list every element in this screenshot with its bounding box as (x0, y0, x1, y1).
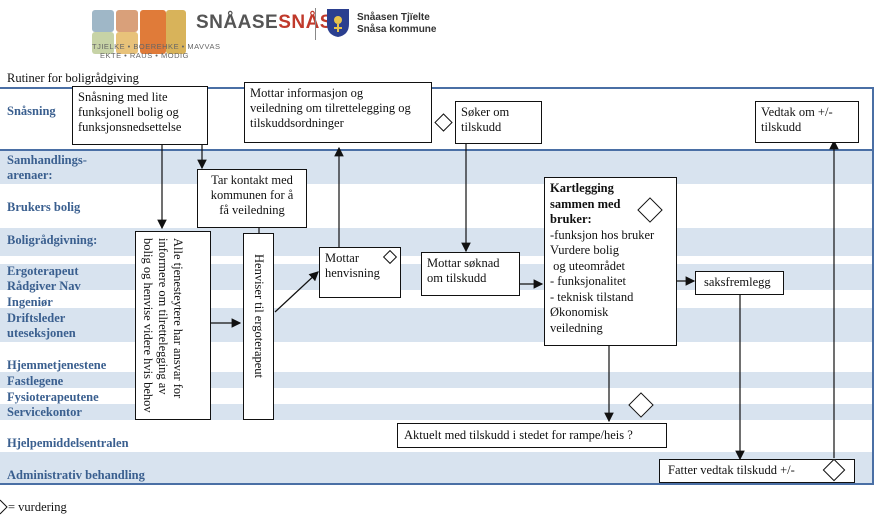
kartlegging-item-5: - teknisk tilstand (550, 289, 634, 304)
box-tar-kontakt-line-1: Tar kontakt med (211, 173, 293, 187)
kartlegging-item-4: - funksjonalitet (550, 274, 627, 288)
box-aktuelt: Aktuelt med tilskudd i stedet for rampe/… (397, 423, 667, 448)
lane-fastlegene: Fastlegene (7, 374, 64, 388)
lane-hjemmetjenestene: Hjemmetjenestene (7, 358, 107, 372)
box-snasning-line-3: funksjonsnedsettelse (78, 120, 182, 134)
box-mottar-soknad-line-2: om tilskudd (427, 271, 487, 285)
box-snasning-line-2: funksjonell bolig og (78, 105, 179, 119)
lane-fysioterapeutene: Fysioterapeutene (7, 390, 99, 404)
kartlegging-item-7: veiledning (550, 320, 603, 335)
lane-ingenior: Ingeniør (7, 295, 53, 309)
lane-samhandling-1: Samhandlings- (7, 153, 87, 167)
kartlegging-item-6: Økonomisk (550, 305, 609, 319)
band-samhandling (0, 151, 872, 184)
kartlegging-item-3: og uteområdet (550, 258, 625, 273)
municipality-name-2: Snåsa kommune (357, 24, 437, 35)
logo-tile-3 (92, 32, 114, 54)
box-mottar-info: Mottar informasjon og veiledning om tilr… (244, 82, 432, 143)
box-saksfremlegg: saksfremlegg (695, 271, 784, 295)
lane-radgiver-nav: Rådgiver Nav (7, 279, 81, 293)
box-mottar-info-line-1: Mottar informasjon og (250, 86, 364, 100)
box-mottar-henvisning-line-2: henvisning (325, 266, 380, 280)
lane-hjelpemiddelsentralen: Hjelpemiddelsentralen (7, 436, 129, 450)
band-servicekontor (0, 404, 872, 420)
header-divider (315, 8, 316, 40)
box-fatter: Fatter vedtak tilskudd +/- (659, 459, 855, 483)
box-mottar-soknad: Mottar søknad om tilskudd (421, 252, 520, 296)
box-alle-tjenesteytere: Alle tjenesteytere har ansvar for inform… (135, 231, 211, 420)
box-tar-kontakt: Tar kontakt med kommunen for å få veiled… (197, 169, 307, 228)
lane-border-right (872, 87, 874, 485)
box-mottar-info-line-2: veiledning om tilrettelegging og (250, 101, 411, 115)
box-alle-text: Alle tjenesteytere har ansvar for inform… (141, 238, 185, 413)
lane-administrativ: Administrativ behandling (7, 468, 145, 482)
logo-tagline-2: EKTE • RAUS • MODIG (100, 51, 189, 60)
box-soker-line-1: Søker om (461, 105, 510, 119)
box-soker-line-2: tilskudd (461, 120, 502, 134)
lane-border-top (0, 87, 872, 89)
box-mottar-info-line-3: tilskuddsordninger (250, 116, 344, 130)
box-tar-kontakt-line-2: kommunen for å (210, 188, 294, 202)
logo-tile-6 (166, 10, 186, 54)
lane-border-snasning (0, 149, 872, 151)
lane-servicekontor: Servicekontor (7, 405, 82, 419)
box-kartlegging: Kartlegging sammen med bruker: -funksjon… (544, 177, 677, 346)
box-vedtak-line-2: tilskudd (761, 120, 802, 134)
lane-snasning: Snåsning (7, 104, 56, 118)
box-snasning-line-1: Snåsning med lite (78, 90, 168, 104)
kartlegging-item-1: -funksjon hos bruker (550, 227, 655, 242)
logo-tile-5 (140, 10, 166, 54)
box-vedtak: Vedtak om +/- tilskudd (755, 101, 859, 143)
logo-tagline-1: TJIELKE • BOEREHKE • MAVVAS (92, 42, 221, 51)
logo-tile-4 (116, 32, 138, 54)
lane-driftsleder-2: uteseksjonen (7, 326, 76, 340)
arrow-henviser-to-mottar (274, 271, 319, 313)
logo-tile-2 (116, 10, 138, 32)
kartlegging-title-1: Kartlegging (550, 181, 614, 195)
lane-ergoterapeut: Ergoterapeut (7, 264, 79, 278)
box-henviser: Henviser til ergoterapeut (243, 233, 274, 420)
lane-samhandling-2: arenaer: (7, 168, 53, 182)
lane-border-bottom (0, 483, 872, 485)
box-tar-kontakt-line-3: få veiledning (219, 203, 285, 217)
kartlegging-item-2: Vurdere bolig (550, 243, 620, 257)
lane-boligradgivning: Boligrådgivning: (7, 233, 98, 247)
municipality-name-1: Snåasen Tjïelte (357, 12, 430, 23)
box-henviser-text: Henviser til ergoterapeut (252, 254, 266, 379)
lane-brukers-bolig: Brukers bolig (7, 200, 81, 214)
wordmark-part-1: SNÅASE (196, 12, 279, 33)
box-vedtak-line-1: Vedtak om +/- (761, 105, 833, 119)
legend-vurdering: = vurdering (8, 500, 67, 514)
band-fastlegene (0, 372, 872, 388)
box-snasning-bolig: Snåsning med lite funksjonell bolig og f… (72, 86, 208, 145)
kartlegging-title-2: sammen med (550, 196, 621, 211)
logo-tile-1 (92, 10, 114, 32)
legend-diamond-icon (0, 499, 8, 515)
box-mottar-henvisning-line-1: Mottar (325, 251, 360, 265)
box-mottar-soknad-line-1: Mottar søknad (427, 256, 500, 270)
lane-driftsleder-1: Driftsleder (7, 311, 66, 325)
coat-of-arms-icon (327, 9, 349, 37)
box-soker: Søker om tilskudd (455, 101, 542, 144)
kartlegging-title-3: bruker: (550, 212, 592, 226)
page-title: Rutiner for boligrådgiving (7, 71, 139, 85)
